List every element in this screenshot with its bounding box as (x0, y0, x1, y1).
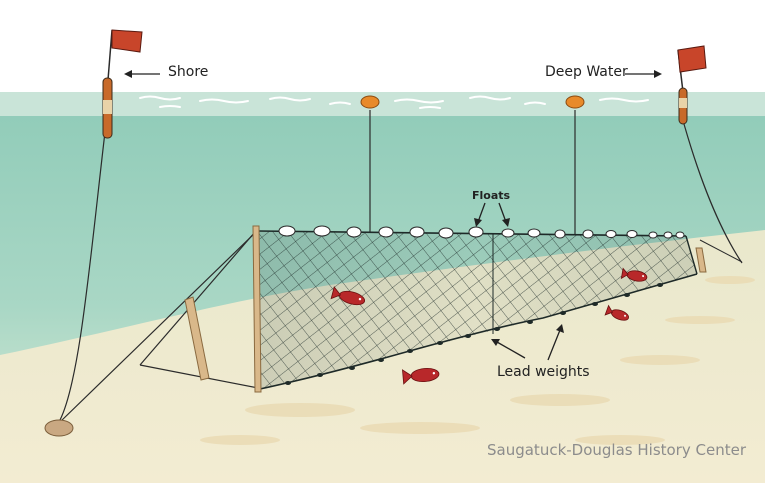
net-panel (257, 230, 698, 390)
shore-label: Shore (168, 64, 209, 80)
buoy-icon (360, 95, 380, 109)
anchor-stone (44, 419, 74, 437)
net-lead-weights (285, 283, 663, 385)
shore-marker-pole (102, 29, 143, 139)
floats-label: Floats (472, 189, 511, 202)
shore-flag-icon (111, 29, 143, 53)
net-support-lines (139, 231, 259, 389)
image-credit: Saugatuck-Douglas History Center (487, 441, 746, 459)
deep-anchor-line (683, 123, 743, 264)
net-floats (278, 225, 685, 239)
sand-patches (200, 276, 755, 445)
fish-group (330, 267, 648, 385)
surface-buoys (360, 95, 585, 235)
fish-icon (620, 267, 648, 282)
shore-anchor-line (59, 131, 106, 421)
deep-water-flag-icon (677, 45, 707, 73)
lead-weights-label: Lead weights (497, 364, 590, 380)
water-surface (0, 92, 765, 116)
fish-icon (402, 368, 440, 385)
wooden-stakes (184, 225, 707, 393)
deep-water-marker-pole (677, 45, 707, 125)
surface-ripples (139, 95, 649, 109)
shore-lead-line (59, 229, 259, 423)
label-arrows (124, 70, 662, 361)
fish-icon (330, 286, 366, 306)
deep-water-label: Deep Water (545, 64, 628, 80)
fish-icon (604, 304, 629, 321)
buoy-icon (565, 95, 585, 109)
